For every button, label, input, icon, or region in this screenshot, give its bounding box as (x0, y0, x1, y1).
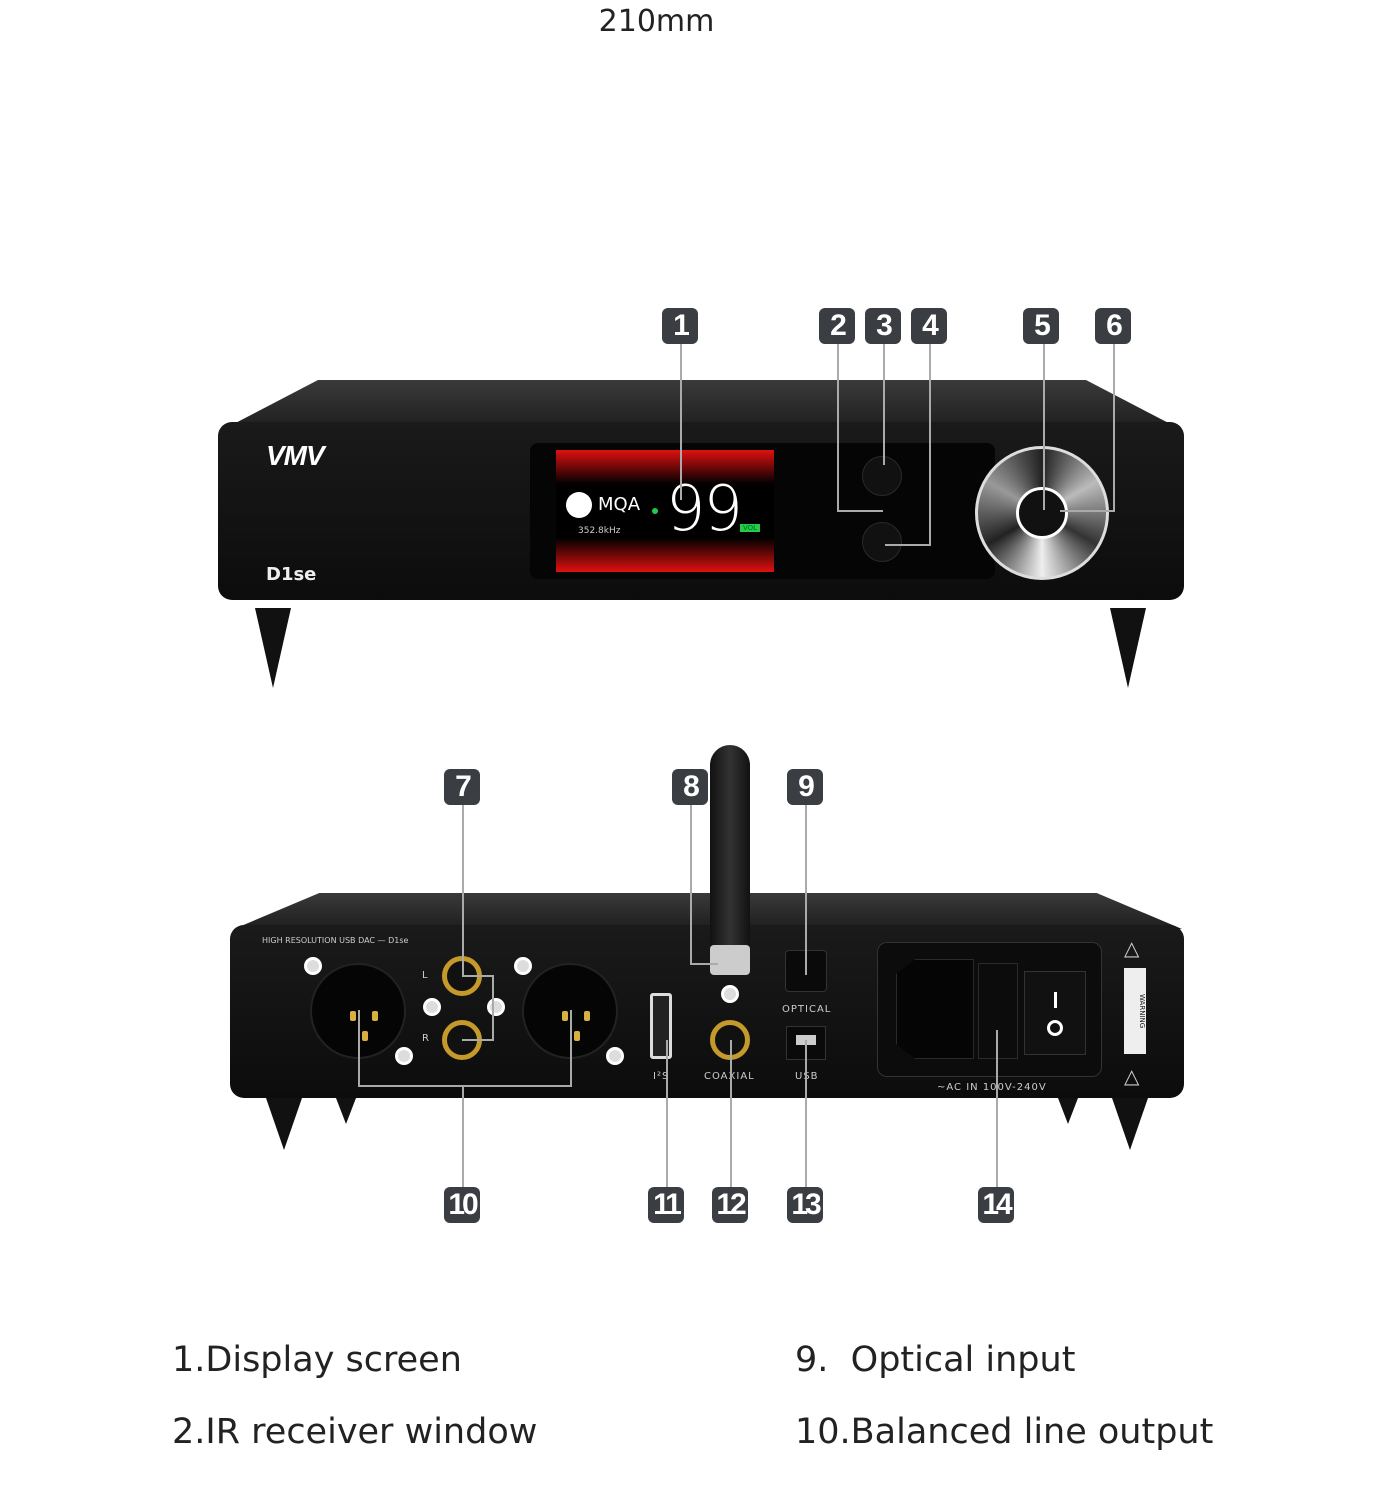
callout-3: 3 (865, 308, 901, 344)
antenna-connector (710, 945, 750, 975)
warning-triangle-icon: △ (1124, 1064, 1140, 1088)
screen-volume: 99 (666, 472, 743, 545)
label-iis: I²S (653, 1071, 670, 1082)
rear-foot-2 (336, 1098, 356, 1124)
front-device: VMV D1se MQA 352.8kHz 99 VOL (0, 0, 1400, 700)
callout-2: 2 (819, 308, 855, 344)
rear-foot-1 (266, 1098, 302, 1150)
screen-format: MQA (598, 494, 641, 515)
volume-knob[interactable] (975, 446, 1109, 580)
antenna (710, 745, 750, 950)
label-ac-in: ~AC IN 100V-240V (937, 1082, 1047, 1093)
callout-14: 14 (978, 1187, 1014, 1223)
warning-triangle-icon: △ (1124, 936, 1140, 960)
callout-4: 4 (911, 308, 947, 344)
model-name: D1se (266, 564, 317, 585)
display-screen: MQA 352.8kHz 99 VOL (556, 450, 774, 572)
knob-center (1016, 487, 1068, 539)
power-module (877, 942, 1102, 1077)
legend-item: 1.Display screen (172, 1340, 462, 1380)
fuse-holder (978, 963, 1018, 1059)
callout-11: 11 (648, 1187, 684, 1223)
rear-top-face (234, 893, 1182, 929)
rear-device: HIGH RESOLUTION USB DAC — D1se L R I²S C… (230, 745, 1184, 1150)
warning-label: WARNING (1124, 968, 1146, 1054)
iis-port (650, 993, 672, 1059)
brand-logo: VMV (266, 440, 325, 471)
iec-power-socket (896, 959, 974, 1059)
power-switch[interactable] (1024, 971, 1086, 1055)
callout-6: 6 (1095, 308, 1131, 344)
callout-9: 9 (787, 769, 823, 805)
screen-sample-rate: 352.8kHz (578, 526, 621, 536)
front-foot-right (1110, 608, 1146, 688)
legend-item: 9. Optical input (795, 1340, 1076, 1380)
rear-foot-4 (1112, 1098, 1148, 1150)
label-r: R (422, 1033, 430, 1044)
rear-foot-3 (1058, 1098, 1078, 1124)
callout-7: 7 (444, 769, 480, 805)
callout-12: 12 (712, 1187, 748, 1223)
power-button[interactable] (862, 522, 902, 562)
rear-header: HIGH RESOLUTION USB DAC — D1se (262, 936, 409, 945)
label-l: L (422, 970, 429, 981)
warning-text: WARNING (1138, 993, 1146, 1029)
label-optical: OPTICAL (782, 1004, 832, 1015)
callout-5: 5 (1023, 308, 1059, 344)
volume-tag: VOL (740, 524, 761, 532)
ir-receiver-window (862, 456, 902, 496)
label-coaxial: COAXIAL (704, 1071, 755, 1082)
callout-10: 10 (444, 1187, 480, 1223)
front-foot-left (255, 608, 291, 688)
callout-1: 1 (662, 308, 698, 344)
callout-8: 8 (672, 769, 708, 805)
legend-item: 10.Balanced line output (795, 1412, 1214, 1452)
mqa-icon (566, 492, 592, 518)
status-dot (652, 508, 658, 514)
dimension-label: 210mm (598, 4, 715, 39)
front-top-face (222, 380, 1182, 430)
callout-13: 13 (787, 1187, 823, 1223)
legend-item: 2.IR receiver window (172, 1412, 538, 1452)
